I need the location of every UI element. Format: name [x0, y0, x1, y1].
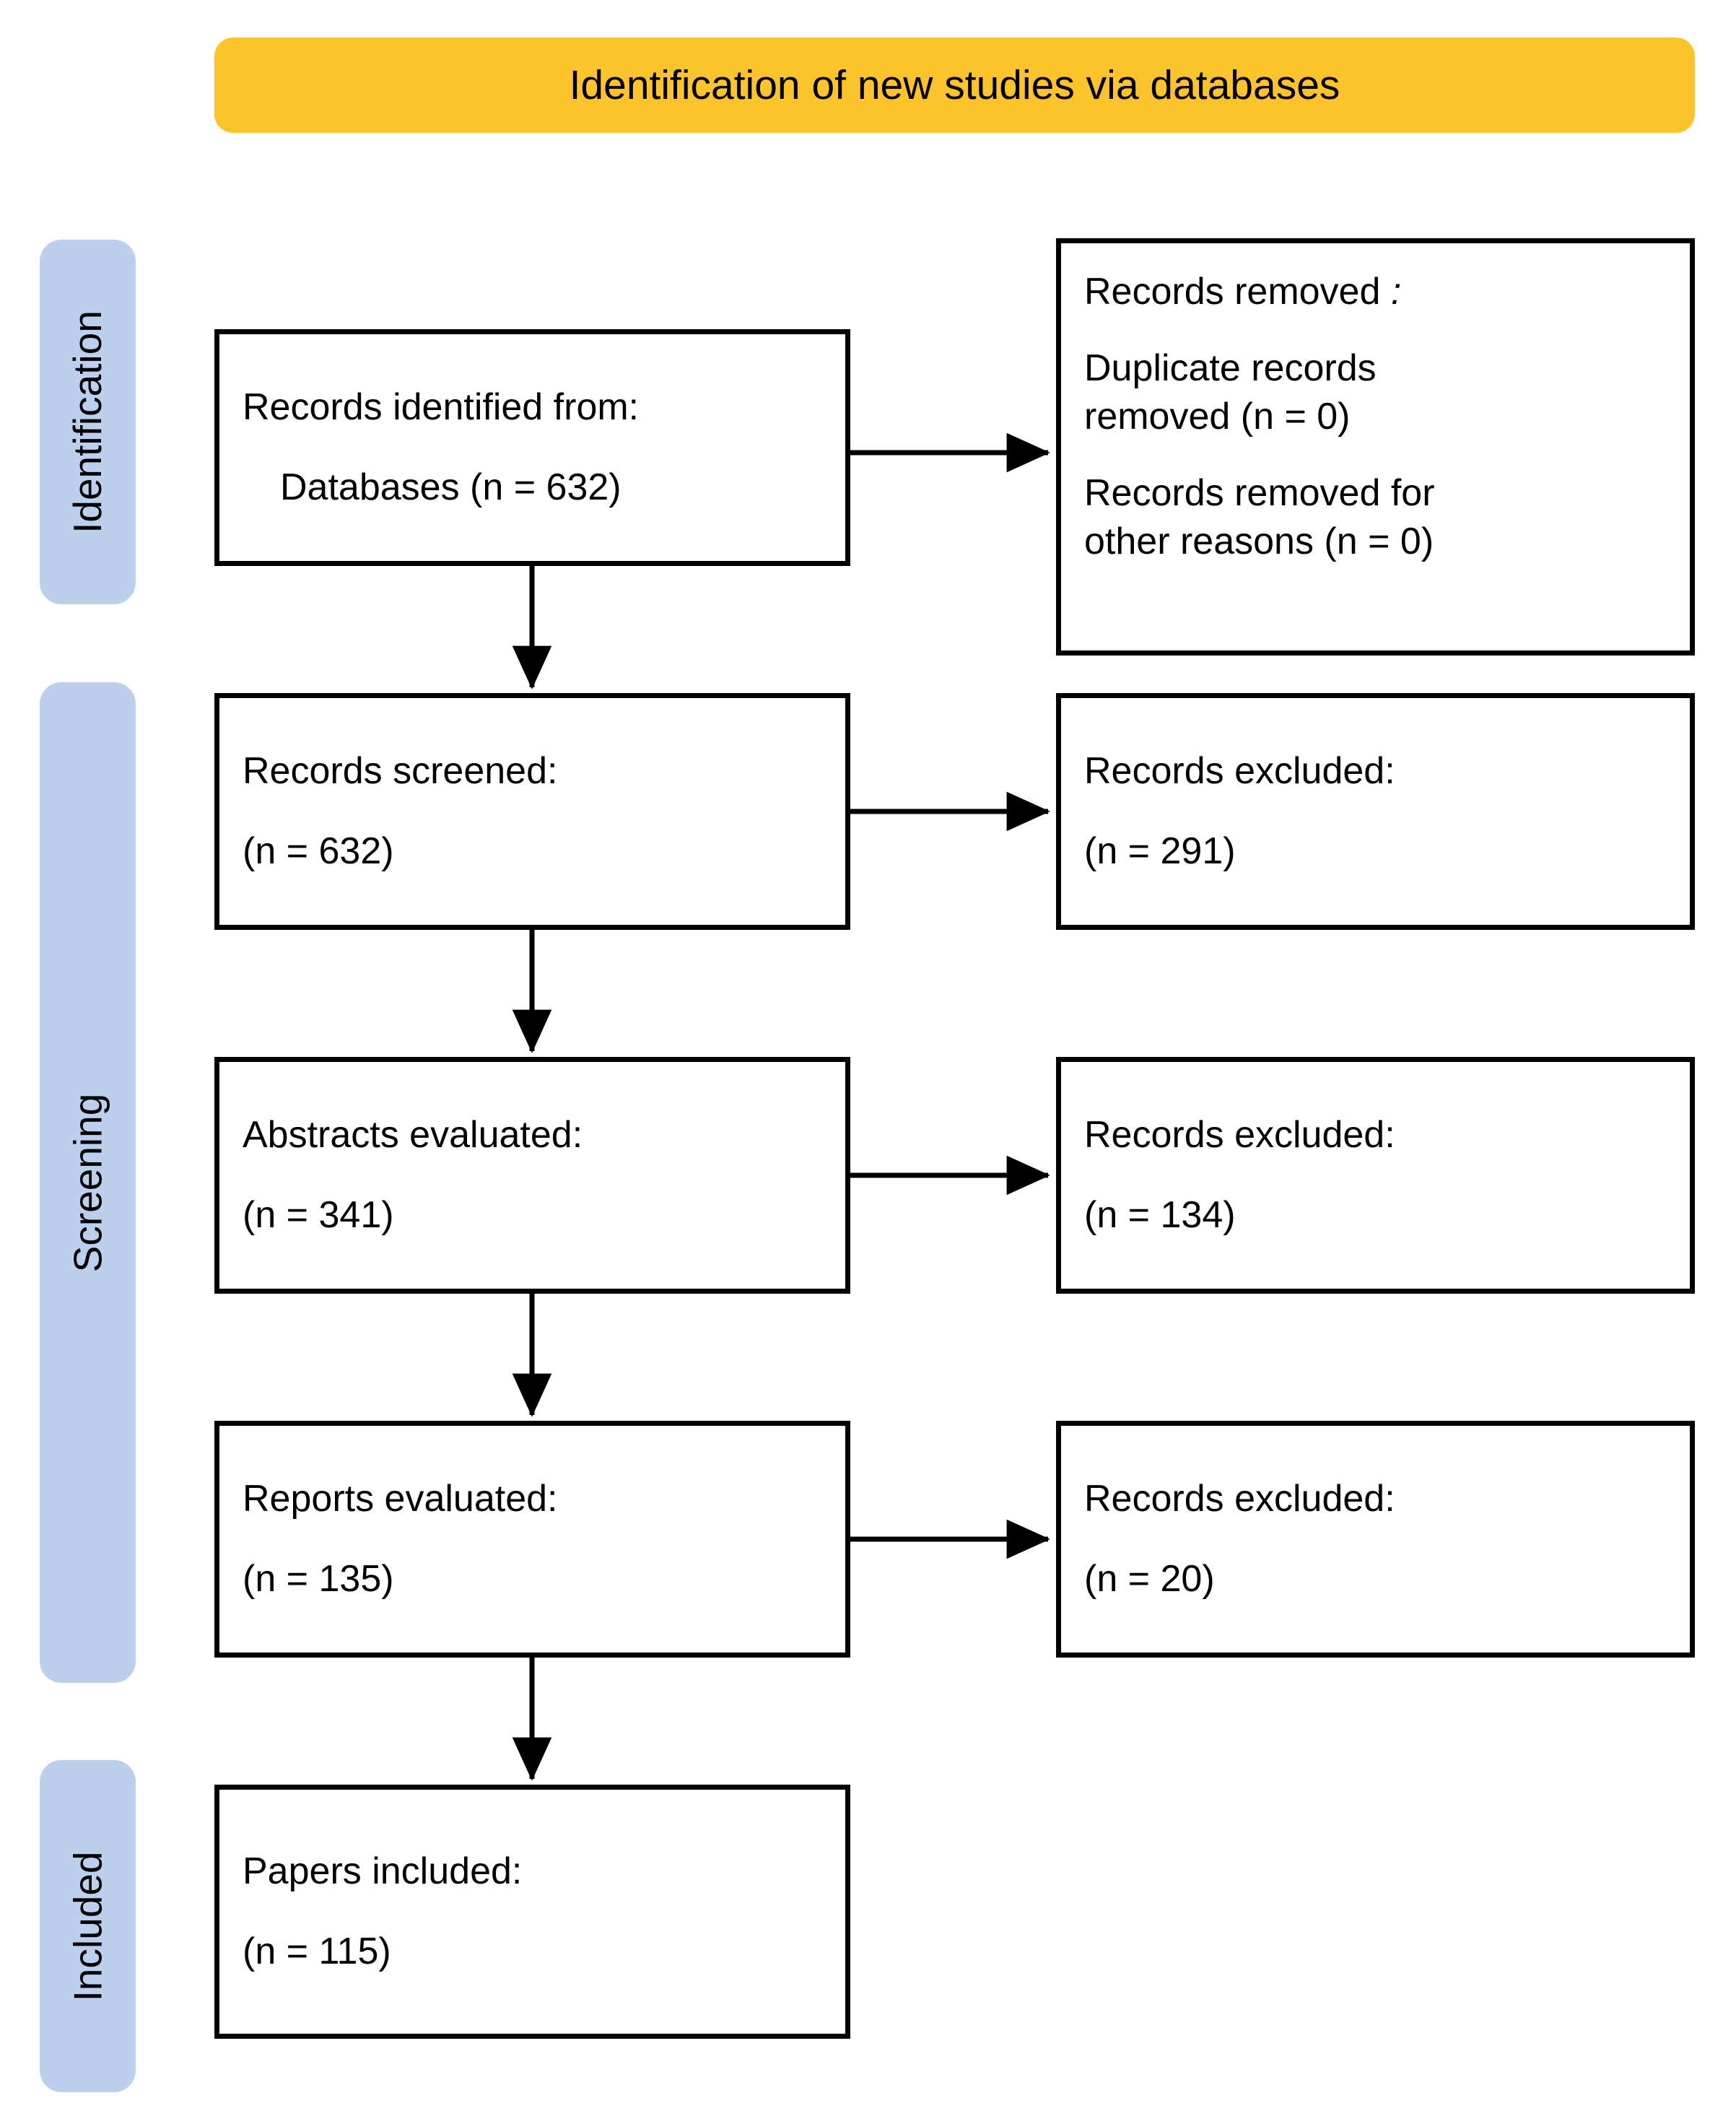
node-records-excluded-screened-line2: (n = 291) [1084, 830, 1236, 872]
node-records-screened-line2: (n = 632) [243, 830, 394, 872]
node-records-excluded-reports: Records excluded: (n = 20) [1056, 1421, 1695, 1658]
node-records-identified: Records identified from: Databases (n = … [214, 329, 850, 566]
node-records-excluded-reports-line2: (n = 20) [1084, 1558, 1215, 1600]
node-records-removed-other-block: Records removed for other reasons (n = 0… [1084, 469, 1667, 567]
stage-label-included: Included [65, 1851, 110, 2001]
node-records-excluded-reports-line1: Records excluded: [1084, 1478, 1395, 1520]
node-records-identified-line1: Records identified from: [243, 386, 640, 429]
node-records-excluded-abstracts-line1: Records excluded: [1084, 1114, 1395, 1157]
node-abstracts-evaluated: Abstracts evaluated: (n = 341) [214, 1057, 850, 1294]
node-reports-evaluated-line1: Reports evaluated: [243, 1478, 558, 1520]
node-records-excluded-abstracts: Records excluded: (n = 134) [1056, 1057, 1695, 1294]
node-abstracts-evaluated-line2: (n = 341) [243, 1194, 394, 1236]
node-records-identified-line2: Databases (n = 632) [280, 466, 621, 508]
node-records-removed-duplicate-block: Duplicate records removed (n = 0) [1084, 344, 1667, 442]
stage-bar-screening: Screening [40, 682, 136, 1683]
node-records-excluded-abstracts-line2: (n = 134) [1084, 1194, 1236, 1236]
node-papers-included: Papers included: (n = 115) [214, 1785, 850, 2039]
page-title: Identification of new studies via databa… [569, 61, 1340, 108]
node-records-removed: Records removed : Duplicate records remo… [1056, 238, 1695, 656]
node-records-removed-other-line1: Records removed for [1084, 471, 1435, 514]
node-papers-included-line1: Papers included: [243, 1850, 523, 1893]
node-abstracts-evaluated-line1: Abstracts evaluated: [243, 1114, 583, 1157]
node-papers-included-line2: (n = 115) [243, 1930, 391, 1972]
node-records-excluded-screened-line1: Records excluded: [1084, 750, 1395, 793]
node-records-removed-other-line2: other reasons (n = 0) [1084, 521, 1434, 563]
stage-label-identification: Identification [65, 310, 110, 534]
node-records-removed-duplicate-line1: Duplicate records [1084, 347, 1377, 389]
node-records-removed-heading: Records removed : [1084, 268, 1667, 317]
node-records-removed-duplicate-line2: removed (n = 0) [1084, 396, 1351, 438]
node-reports-evaluated-line2: (n = 135) [243, 1558, 394, 1600]
header-banner: Identification of new studies via databa… [214, 38, 1695, 133]
node-records-removed-heading-punct: : [1390, 271, 1402, 313]
stage-label-screening: Screening [65, 1093, 110, 1272]
node-reports-evaluated: Reports evaluated: (n = 135) [214, 1421, 850, 1658]
node-records-screened: Records screened: (n = 632) [214, 693, 850, 930]
node-records-removed-heading-text: Records removed [1084, 271, 1381, 313]
node-records-removed-heading-block: Records removed : [1084, 268, 1667, 317]
node-records-screened-line1: Records screened: [243, 750, 558, 793]
node-records-excluded-screened: Records excluded: (n = 291) [1056, 693, 1695, 930]
stage-bar-identification: Identification [40, 240, 136, 604]
stage-bar-included: Included [40, 1760, 136, 2092]
